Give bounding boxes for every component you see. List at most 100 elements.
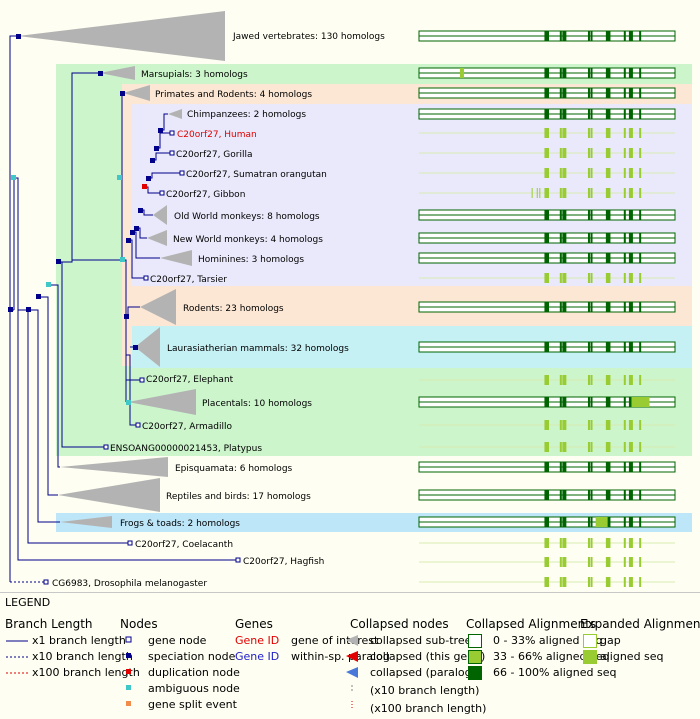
triangle-frogs[interactable] [60,516,112,528]
alignment-row[interactable] [418,67,676,79]
gene-node[interactable] [43,579,49,585]
alignment-row[interactable] [418,209,676,221]
speciation-node[interactable] [36,294,41,299]
ambiguous-node[interactable] [46,282,51,287]
node-type-icons [125,636,132,706]
alignment-row[interactable] [419,273,675,283]
label-laurasiatherian[interactable]: Laurasiatherian mammals: 32 homologs [167,344,349,354]
alignment-row[interactable] [418,87,676,99]
alignment-row[interactable] [418,30,676,42]
alignment-row[interactable] [418,341,676,353]
alignment-row[interactable] [418,232,676,244]
label-human[interactable]: C20orf27, Human [177,130,257,140]
gene-node[interactable] [169,150,175,156]
alignment-row[interactable] [418,108,676,120]
speciation-node[interactable] [16,34,21,39]
gene-node[interactable] [179,170,185,176]
speciation-node[interactable] [130,230,135,235]
speciation-node[interactable] [120,91,125,96]
triangle-rodents[interactable] [140,289,176,325]
collapsed-align-icons [468,634,482,680]
alignment-row[interactable] [418,301,676,313]
gene-node[interactable] [159,190,165,196]
speciation-node[interactable] [98,71,103,76]
speciation-node[interactable] [150,158,155,163]
legend: LEGEND Branch Length x1 branch length x1… [0,592,700,719]
label-gorilla[interactable]: C20orf27, Gorilla [176,150,252,160]
gene-node[interactable] [127,540,133,546]
label-chimpanzees[interactable]: Chimpanzees: 2 homologs [187,110,306,120]
speciation-node[interactable] [126,238,131,243]
gene-node[interactable] [139,377,145,383]
speciation-node[interactable] [158,128,163,133]
triangle-jawed[interactable] [18,11,225,61]
gene-tree: Jawed vertebrates: 130 homologs Marsupia… [8,11,692,589]
label-placentals[interactable]: Placentals: 10 homologs [202,399,312,409]
alignment-row[interactable] [419,128,675,138]
alignment-row[interactable] [419,168,675,178]
speciation-node[interactable] [146,176,151,181]
alignment-row[interactable] [419,420,675,430]
label-platypus[interactable]: ENSOANG00000021453, Platypus [110,444,262,454]
triangle-nwm[interactable] [147,230,167,246]
label-orangutan[interactable]: C20orf27, Sumatran orangutan [186,170,327,180]
label-rodents[interactable]: Rodents: 23 homologs [183,304,284,314]
alignment-row[interactable] [418,252,676,264]
gene-node[interactable] [135,422,141,428]
speciation-node[interactable] [133,345,138,350]
alignment-row[interactable] [419,188,675,198]
label-owm[interactable]: Old World monkeys: 8 homologs [174,212,320,222]
label-hagfish[interactable]: C20orf27, Hagfish [243,557,324,567]
speciation-node[interactable] [8,307,13,312]
alignment-row[interactable] [418,489,676,501]
label-elephant[interactable]: C20orf27, Elephant [146,375,234,385]
label-primates-rodents[interactable]: Primates and Rodents: 4 homologs [155,90,312,100]
ambiguous-node[interactable] [120,257,125,262]
triangle-reptiles-birds[interactable] [58,478,160,512]
alignment-row[interactable] [418,461,676,473]
speciation-node[interactable] [154,146,159,151]
alignment-row[interactable] [419,375,675,385]
alignment-row[interactable] [419,148,675,158]
label-tarsier[interactable]: C20orf27, Tarsier [150,275,227,285]
label-armadillo[interactable]: C20orf27, Armadillo [142,422,232,432]
alignment-row[interactable] [419,557,675,567]
triangle-chimpanzees[interactable] [168,109,182,119]
alignment-row[interactable] [419,538,675,548]
ambiguous-node[interactable] [117,175,122,180]
label-nwm[interactable]: New World monkeys: 4 homologs [173,235,323,245]
label-reptiles-birds[interactable]: Reptiles and birds: 17 homologs [166,492,311,502]
speciation-node[interactable] [56,259,61,264]
alignment-row[interactable] [419,577,675,587]
label-marsupials[interactable]: Marsupials: 3 homologs [141,70,248,80]
speciation-node[interactable] [138,208,143,213]
gene-node[interactable] [143,275,149,281]
label-coelacanth[interactable]: C20orf27, Coelacanth [135,540,233,550]
alignment-row[interactable] [418,396,676,408]
label-drosophila[interactable]: CG6983, Drosophila melanogaster [52,579,207,589]
ambiguous-node[interactable] [11,175,16,180]
gene-node[interactable] [235,557,241,563]
label-episquamata[interactable]: Episquamata: 6 homologs [175,464,293,474]
duplication-node[interactable] [142,184,147,189]
triangle-episquamata[interactable] [60,457,168,477]
label-gibbon[interactable]: C20orf27, Gibbon [166,190,245,200]
triangle-owm[interactable] [153,205,167,225]
triangle-laurasiatheria[interactable] [135,327,160,367]
alignment-row[interactable] [418,516,676,528]
label-jawed[interactable]: Jawed vertebrates: 130 homologs [232,32,385,42]
speciation-node[interactable] [124,314,129,319]
triangle-placentals[interactable] [128,389,196,415]
alignment-row[interactable] [419,442,675,452]
speciation-node[interactable] [134,226,139,231]
triangle-marsupials[interactable] [100,66,135,80]
triangle-hominines[interactable] [160,250,192,266]
collapsed-node-icons [346,635,358,709]
label-frogs[interactable]: Frogs & toads: 2 homologs [120,519,240,529]
speciation-node[interactable] [26,307,31,312]
gene-node[interactable] [103,444,109,450]
label-hominines[interactable]: Hominines: 3 homologs [198,255,304,265]
gene-node[interactable] [169,130,175,136]
ambiguous-node[interactable] [126,400,131,405]
triangle-primates-rodents[interactable] [123,85,150,101]
